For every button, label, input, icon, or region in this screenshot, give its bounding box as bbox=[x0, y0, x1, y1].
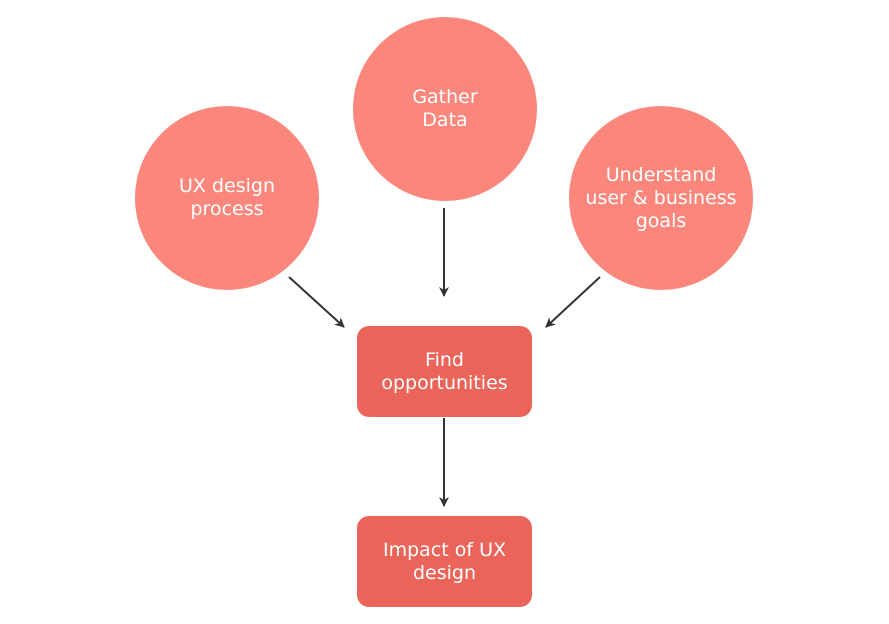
node-find-opportunities-label: Find opportunities bbox=[381, 348, 508, 394]
node-impact-of-ux-label: Impact of UX design bbox=[382, 538, 507, 584]
node-gather-data-label: Gather Data bbox=[412, 86, 478, 131]
node-gather-data: Gather Data bbox=[353, 17, 537, 201]
arrow-ux-to-find bbox=[288, 276, 345, 328]
node-impact-of-ux: Impact of UX design bbox=[357, 516, 532, 607]
node-find-opportunities: Find opportunities bbox=[357, 326, 532, 417]
arrow-understand-to-find bbox=[545, 276, 601, 328]
node-understand-goals: Understand user & business goals bbox=[569, 106, 753, 290]
node-understand-goals-label: Understand user & business goals bbox=[585, 163, 737, 232]
node-ux-design-process: UX design process bbox=[135, 106, 319, 290]
node-ux-design-process-label: UX design process bbox=[179, 175, 275, 220]
